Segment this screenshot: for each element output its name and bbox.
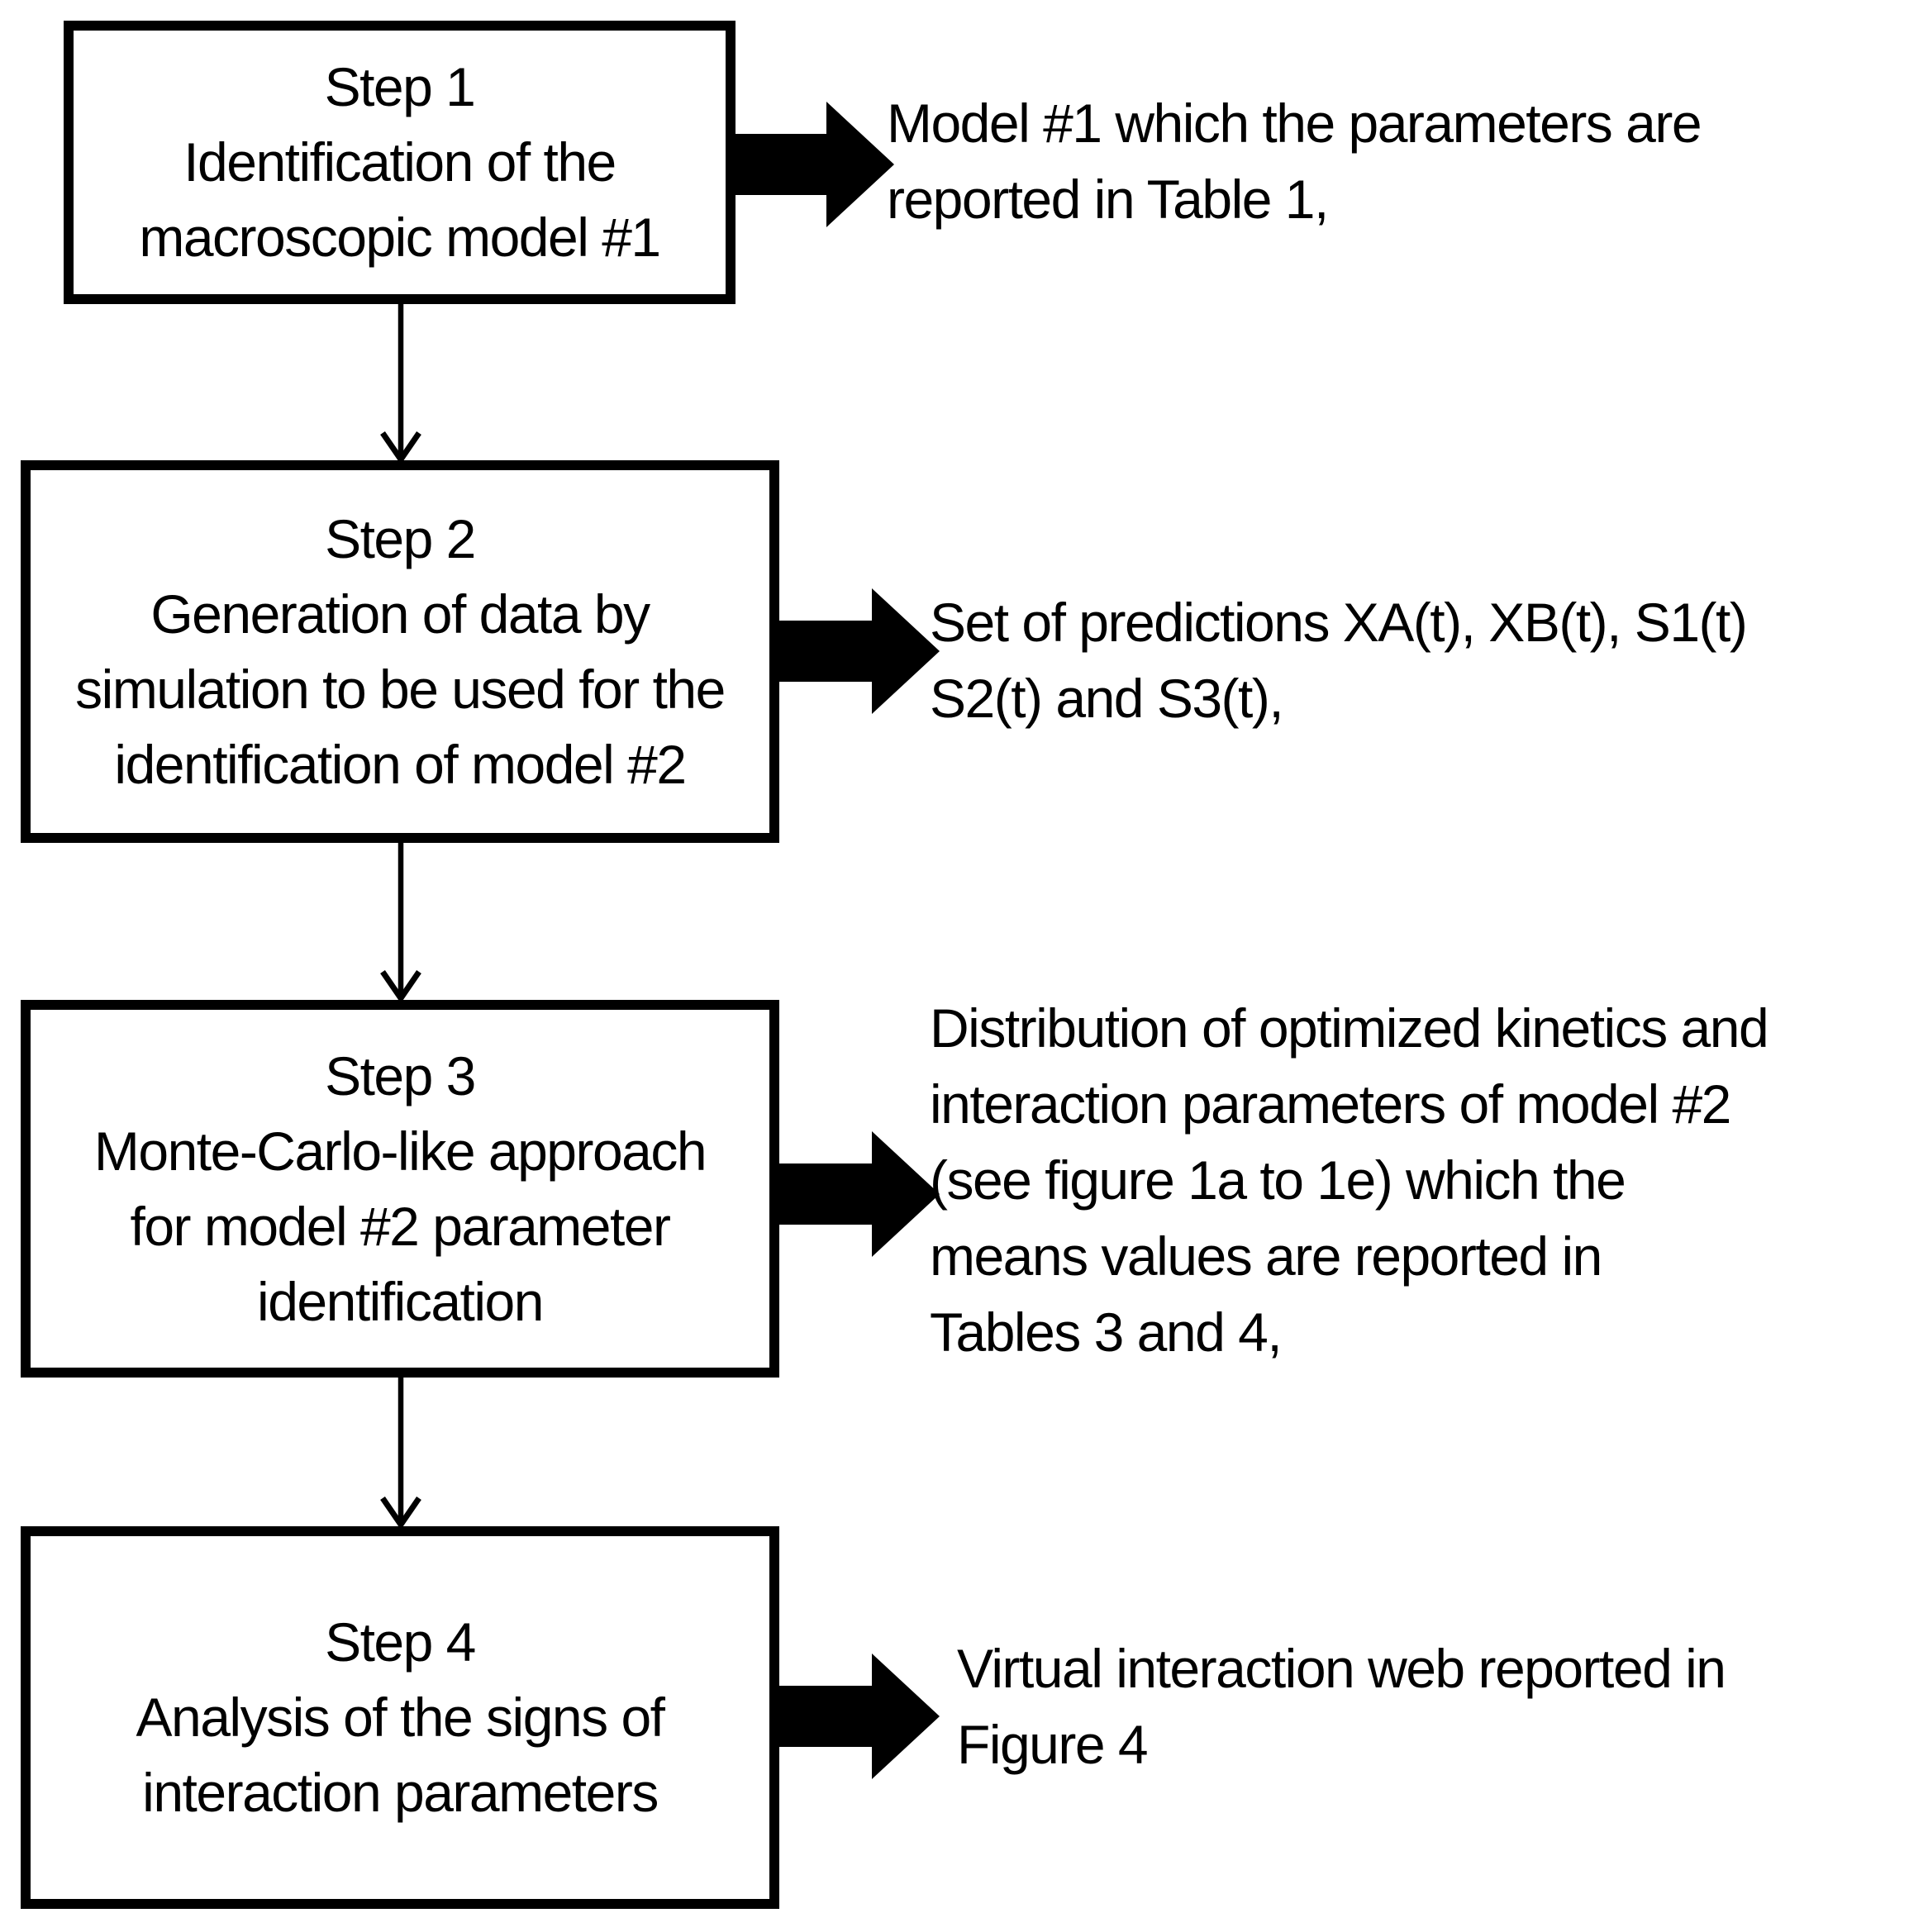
step-3-box: Step 3 Monte-Carlo-like approach for mod… bbox=[21, 1000, 779, 1378]
step-4-box: Step 4 Analysis of the signs of interact… bbox=[21, 1526, 779, 1909]
down-arrow-icon-1 bbox=[380, 304, 421, 463]
down-arrow-icon-3 bbox=[380, 1378, 421, 1528]
step-1-annotation: Model #1 which the parameters are report… bbox=[887, 93, 1702, 230]
down-arrow-icon-2 bbox=[380, 843, 421, 1002]
step-3-box-text: Step 3 Monte-Carlo-like approach for mod… bbox=[93, 1045, 707, 1332]
step-2-annotation: Set of predictions XA(t), XB(t), S1(t) S… bbox=[930, 592, 1748, 729]
right-arrow-icon-step-3 bbox=[778, 1131, 940, 1257]
right-arrow-icon-step-2 bbox=[778, 588, 940, 714]
step-2-box: Step 2 Generation of data by simulation … bbox=[21, 460, 779, 843]
step-2-box-text: Step 2 Generation of data by simulation … bbox=[75, 507, 726, 795]
step-1-box-text: Step 1 Identification of the macroscopic… bbox=[139, 56, 661, 268]
right-arrow-icon-step-4 bbox=[778, 1654, 940, 1779]
step-3-annotation: Distribution of optimized kinetics and i… bbox=[930, 997, 1769, 1363]
step-4-box-text: Step 4 Analysis of the signs of interact… bbox=[136, 1611, 665, 1823]
right-arrow-icon-step-1 bbox=[732, 102, 894, 227]
step-4-annotation: Virtual interaction web reported in Figu… bbox=[957, 1638, 1726, 1775]
step-1-box: Step 1 Identification of the macroscopic… bbox=[64, 21, 735, 304]
